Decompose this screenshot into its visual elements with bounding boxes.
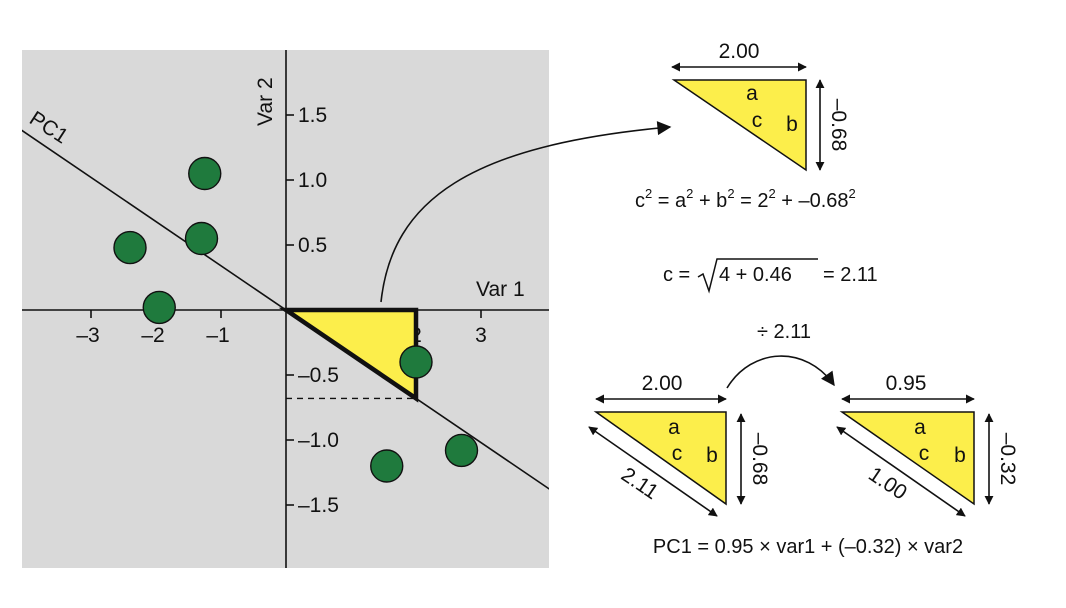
- y-tick-label: 1.5: [298, 104, 327, 127]
- triangle-left-c: c: [672, 442, 683, 465]
- x-tick-label: –1: [206, 324, 229, 347]
- triangle-right-b: b: [954, 444, 966, 467]
- scaling-arrow: [726, 355, 835, 389]
- divide-label: ÷ 2.11: [757, 321, 811, 343]
- eq1-two: = 2: [735, 190, 769, 212]
- y-tick-label: 0.5: [298, 234, 327, 257]
- y-ticks: 1.5 1.0 0.5 –0.5 –1.0 –1.5: [286, 104, 339, 517]
- sqrt-lhs: c =: [663, 264, 690, 286]
- triangle-left-width-label: 2.00: [642, 372, 683, 395]
- triangle-right-hypotenuse-arrow: [836, 426, 966, 517]
- triangle-left-hypotenuse-arrow: [588, 426, 718, 517]
- pc1-formula: PC1 = 0.95 × var1 + (–0.32) × var2: [653, 536, 963, 558]
- data-point: [142, 290, 176, 325]
- triangle-left-b: b: [706, 444, 718, 467]
- scatter-plot: –3–2–1123 1.51.00.5–0.5–1.0–1.5 Var 1 Va…: [22, 50, 549, 568]
- data-point: [184, 221, 219, 256]
- eq1-exp-a: 2: [686, 186, 693, 201]
- x-axis-label: Var 1: [476, 278, 525, 301]
- sqrt-equation: c = 4 + 0.46 = 2.11: [663, 258, 878, 294]
- triangle-left-height-label: –0.68: [748, 433, 771, 486]
- data-point: [188, 156, 222, 191]
- triangle-top-c: c: [752, 109, 763, 132]
- eq1-exp-neg: 2: [849, 186, 856, 201]
- x-tick-label: –3: [76, 324, 99, 347]
- data-point: [113, 230, 147, 265]
- eq1-neg: + –0.68: [776, 190, 849, 212]
- triangle-right-height-label: –0.32: [996, 433, 1019, 486]
- x-tick-label: –2: [141, 324, 164, 347]
- data-point: [399, 345, 433, 379]
- curved-arrow-to-triangle: [380, 121, 672, 303]
- triangle-top: 2.00 –0.68 a c b: [671, 40, 850, 172]
- eq1-c: c: [635, 190, 645, 212]
- triangle-left-hypotenuse-label: 2.11: [617, 463, 662, 504]
- triangle-left-a: a: [668, 416, 680, 439]
- triangle-right-width-label: 0.95: [886, 372, 927, 395]
- triangle-top-shape: [671, 79, 807, 172]
- x-tick-label: 3: [475, 324, 487, 347]
- y-tick-label: –1.0: [298, 429, 339, 452]
- data-point: [444, 433, 479, 468]
- triangle-left: 2.00 –0.68 2.11 a c b: [588, 372, 771, 517]
- sqrt-rhs: = 2.11: [823, 264, 878, 286]
- eq1-exp-two: 2: [768, 186, 775, 201]
- sqrt-radicand: 4 + 0.46: [719, 264, 792, 286]
- triangle-top-b: b: [786, 113, 798, 136]
- triangle-right: 0.95 –0.32 1.00 a c b: [836, 372, 1019, 517]
- triangle-top-width-label: 2.00: [719, 40, 760, 63]
- triangle-top-height-label: –0.68: [827, 99, 850, 152]
- y-tick-label: –1.5: [298, 494, 339, 517]
- data-points: [113, 156, 479, 483]
- eq1-exp-c: 2: [645, 186, 652, 201]
- eq1-exp-b: 2: [727, 186, 734, 201]
- triangle-right-c: c: [919, 442, 930, 465]
- eq1-a: = a: [652, 190, 687, 212]
- triangle-right-hypotenuse-label: 1.00: [864, 463, 911, 505]
- y-tick-label: 1.0: [298, 169, 327, 192]
- pythagoras-equation: c2 = a2 + b2 = 22 + –0.682: [635, 186, 856, 212]
- y-tick-label: –0.5: [298, 364, 339, 387]
- triangle-top-a: a: [746, 82, 758, 105]
- y-axis-label: Var 2: [254, 77, 277, 126]
- sqrt-radical-sign: [697, 258, 818, 294]
- eq1-b: + b: [693, 190, 727, 212]
- data-point: [370, 449, 404, 483]
- triangle-right-a: a: [914, 416, 926, 439]
